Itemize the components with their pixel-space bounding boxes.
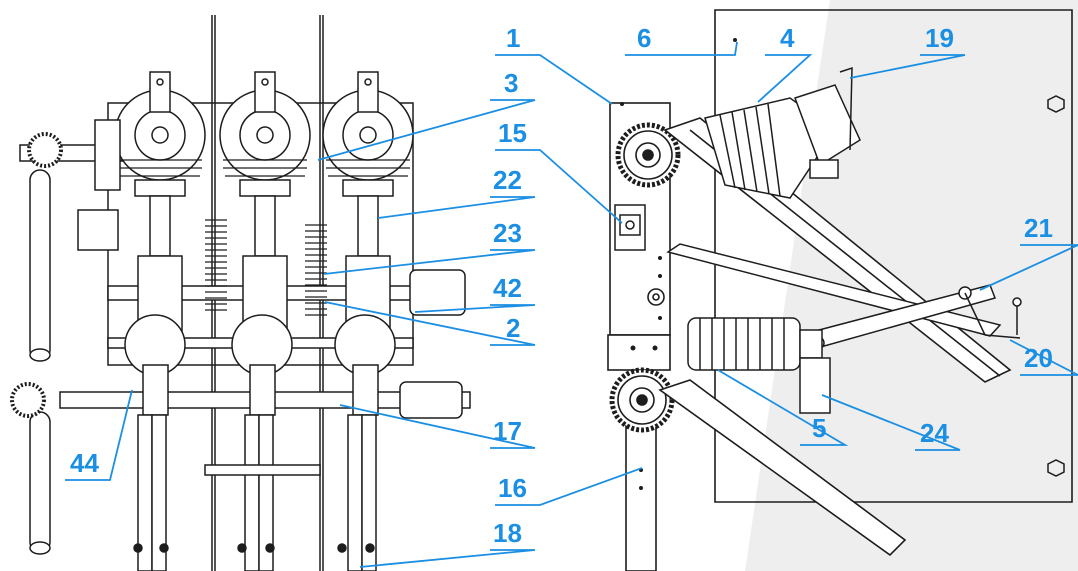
- leader-1: [495, 54, 613, 105]
- side-view: [607, 0, 1078, 571]
- leader-17: [339, 404, 536, 449]
- callout-3: 3: [504, 68, 518, 98]
- callout-1: 1: [506, 23, 520, 53]
- leader-5: [717, 369, 849, 446]
- leader-20: [1009, 339, 1078, 376]
- callout-44: 44: [70, 448, 99, 478]
- leader-21: [979, 244, 1078, 291]
- leader-23: [323, 249, 536, 275]
- callout-24: 24: [920, 418, 949, 448]
- upper-gear: [615, 122, 681, 188]
- leader-42: [414, 304, 536, 313]
- callout-19: 19: [925, 23, 954, 53]
- upper-bellows: [704, 66, 861, 199]
- callout-6: 6: [637, 23, 651, 53]
- callout-2: 2: [506, 313, 520, 343]
- plate-hole: [733, 38, 737, 42]
- leader-22: [377, 196, 536, 219]
- linkage-rod: [666, 243, 1022, 351]
- leader-24: [821, 394, 961, 451]
- side-bracket: [77, 209, 119, 251]
- springs: [205, 219, 327, 316]
- lower-shaft: [10, 382, 51, 555]
- front-view: [10, 15, 471, 571]
- leader-4: [757, 54, 813, 103]
- callout-23: 23: [493, 218, 522, 248]
- leader-16: [495, 467, 643, 506]
- relay: [409, 269, 466, 316]
- lower-bellows: [687, 317, 823, 371]
- insulator-sheds: [118, 159, 410, 177]
- feet: [133, 543, 375, 553]
- callout-18: 18: [493, 518, 522, 548]
- pole-center: [219, 71, 311, 571]
- lower-blade: [658, 379, 907, 557]
- bracket: [799, 357, 831, 414]
- leader-19: [849, 54, 966, 79]
- leader-lines: [65, 41, 1078, 568]
- callout-42: 42: [493, 273, 522, 303]
- pole-right: [322, 71, 414, 571]
- callout-labels: 1 2 3 4 5 6 15 16 17 18 19 20 21 22 23 2…: [70, 23, 1053, 548]
- callout-15: 15: [498, 118, 527, 148]
- callout-22: 22: [493, 165, 522, 195]
- leader-6: [625, 41, 738, 56]
- callout-20: 20: [1024, 343, 1053, 373]
- callout-16: 16: [498, 473, 527, 503]
- hex-nut-top: [1047, 95, 1065, 113]
- leader-18: [359, 549, 536, 568]
- lower-gear: [609, 367, 675, 433]
- callout-4: 4: [780, 23, 795, 53]
- aux-switch: [614, 204, 646, 251]
- callout-5: 5: [812, 413, 826, 443]
- leader-15: [495, 149, 623, 224]
- leader-44: [65, 389, 133, 481]
- motor: [399, 381, 463, 419]
- leader-2: [324, 301, 536, 346]
- pole-left: [114, 71, 206, 571]
- callout-17: 17: [493, 416, 522, 446]
- leader-3: [317, 99, 536, 161]
- frame-holes: [620, 102, 662, 490]
- hex-nut-bottom: [1047, 459, 1065, 477]
- callout-21: 21: [1024, 213, 1053, 243]
